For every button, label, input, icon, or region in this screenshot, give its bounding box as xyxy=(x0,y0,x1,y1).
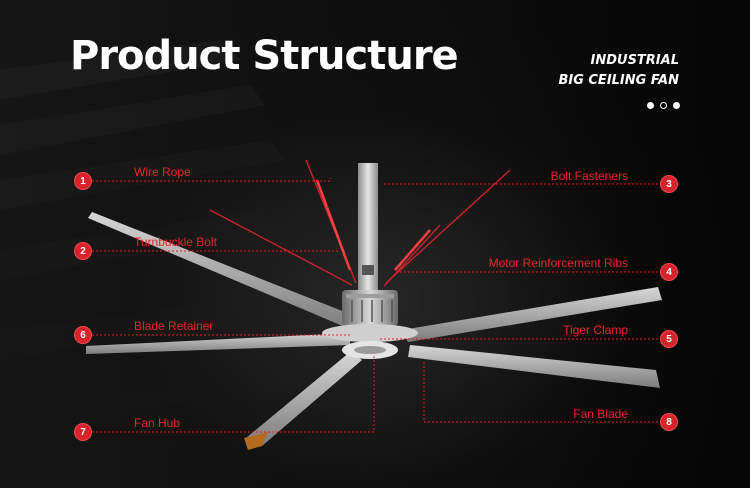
callout-label-motor-reinforcement-ribs: Motor Reinforcement Ribs xyxy=(488,256,628,270)
callout-badge-3: 3 xyxy=(660,175,678,193)
down-rod xyxy=(358,163,378,293)
callout-label-bolt-fasteners: Bolt Fasteners xyxy=(550,169,628,183)
callout-badge-1: 1 xyxy=(74,172,92,190)
callout-badge-6: 6 xyxy=(74,326,92,344)
carousel-dots xyxy=(647,102,680,109)
callout-label-turnbuckle-bolt: Turnbuckle Bolt xyxy=(134,235,217,249)
window-shadow-stripes xyxy=(0,40,285,430)
callout-label-wire-rope: Wire Rope xyxy=(134,165,191,179)
callout-badge-4: 4 xyxy=(660,263,678,281)
callout-label-fan-hub: Fan Hub xyxy=(134,416,181,430)
page-title: Product Structure xyxy=(70,33,459,79)
callout-badge-5: 5 xyxy=(660,330,678,348)
callout-badge-7: 7 xyxy=(74,423,92,441)
fan-blades xyxy=(86,212,662,450)
wire-ropes xyxy=(209,159,511,287)
callout-badge-8: 8 xyxy=(660,413,678,431)
carousel-dot-1[interactable] xyxy=(647,102,654,109)
callout-label-tiger-clamp: Tiger Clamp xyxy=(563,323,628,337)
carousel-dot-3[interactable] xyxy=(673,102,680,109)
callout-label-blade-retainer: Blade Retainer xyxy=(134,319,214,333)
leader-lines xyxy=(92,178,658,433)
subtitle-line-1: INDUSTRIAL xyxy=(590,53,680,68)
callout-badge-2: 2 xyxy=(74,242,92,260)
callout-label-fan-blade: Fan Blade xyxy=(573,407,628,421)
subtitle-line-2: BIG CEILING FAN xyxy=(558,73,679,88)
product-subtitle: INDUSTRIAL BIG CEILING FAN xyxy=(558,51,679,91)
carousel-dot-2[interactable] xyxy=(660,102,667,109)
motor-body xyxy=(322,290,418,359)
